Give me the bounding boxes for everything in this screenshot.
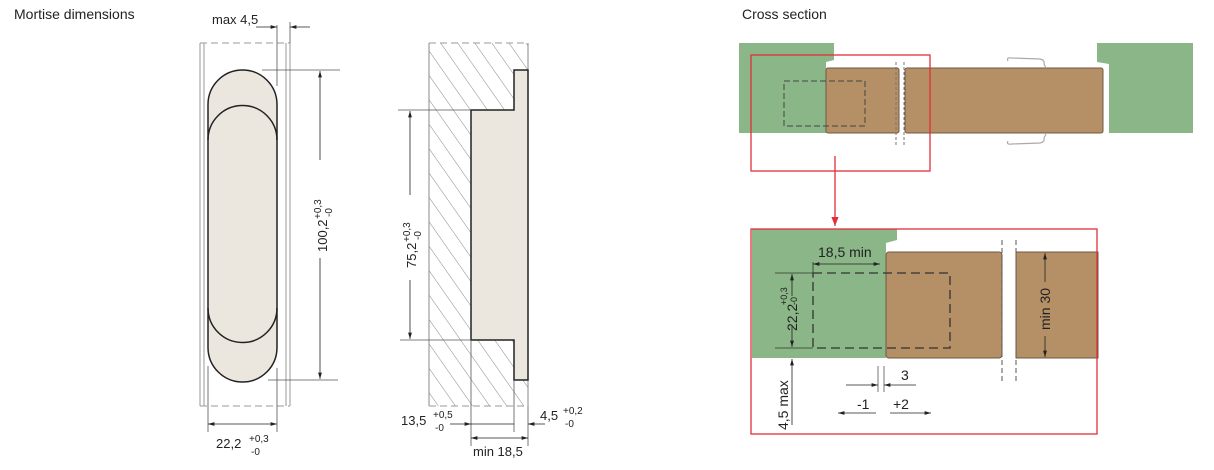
detail-max-offset-label: 4,5 max bbox=[775, 380, 791, 430]
side-depth-tol-plus: +0,5 bbox=[433, 410, 453, 421]
side-depth-value: 13,5 bbox=[401, 413, 426, 428]
detail-min-depth-label: 18,5 min bbox=[818, 244, 872, 260]
detail-gap-label: 3 bbox=[901, 367, 909, 383]
front-height-value: 100,2 bbox=[315, 219, 330, 252]
side-height-value: 75,2 bbox=[404, 243, 419, 268]
front-height-tol-plus: +0,3 bbox=[313, 199, 324, 219]
cross-section-overview bbox=[739, 43, 1193, 226]
mortise-side-view: 75,2 +0,3 -0 13,5 +0,5 -0 4,5 +0,2 -0 mi… bbox=[398, 42, 583, 459]
front-width-tol-minus: -0 bbox=[251, 447, 260, 458]
detail-door-thickness-label: min 30 bbox=[1037, 288, 1053, 330]
max-4-5-label: max 4,5 bbox=[212, 12, 258, 27]
side-min-label: min 18,5 bbox=[473, 444, 523, 459]
cross-section-detail: 18,5 min 22,2 -0 +0,3 4,5 max 3 -1 +2 bbox=[750, 228, 1099, 435]
detail-height-tol-minus: -0 bbox=[789, 297, 799, 305]
front-height-tol-minus: -0 bbox=[324, 208, 335, 217]
side-depth-tol-minus: -0 bbox=[435, 423, 444, 434]
side-flange-value: 4,5 bbox=[540, 408, 558, 423]
detail-height-value: 22,2 bbox=[784, 304, 800, 331]
side-flange-tol-minus: -0 bbox=[565, 419, 574, 430]
side-flange-tol-plus: +0,2 bbox=[563, 406, 583, 417]
detail-height-tol-plus: +0,3 bbox=[779, 287, 789, 305]
side-height-tol-minus: -0 bbox=[413, 231, 424, 240]
cross-section-title: Cross section bbox=[742, 6, 827, 22]
front-width-tol-plus: +0,3 bbox=[249, 434, 269, 445]
side-height-tol-plus: +0,3 bbox=[402, 222, 413, 242]
detail-adjust-minus-label: -1 bbox=[857, 396, 870, 412]
detail-adjust-plus-label: +2 bbox=[893, 396, 909, 412]
mortise-dimensions-title: Mortise dimensions bbox=[14, 6, 135, 22]
front-width-value: 22,2 bbox=[216, 436, 241, 451]
mortise-front-view: max 4,5 100,2 +0,3 -0 22,2 +0,3 -0 bbox=[199, 12, 340, 458]
